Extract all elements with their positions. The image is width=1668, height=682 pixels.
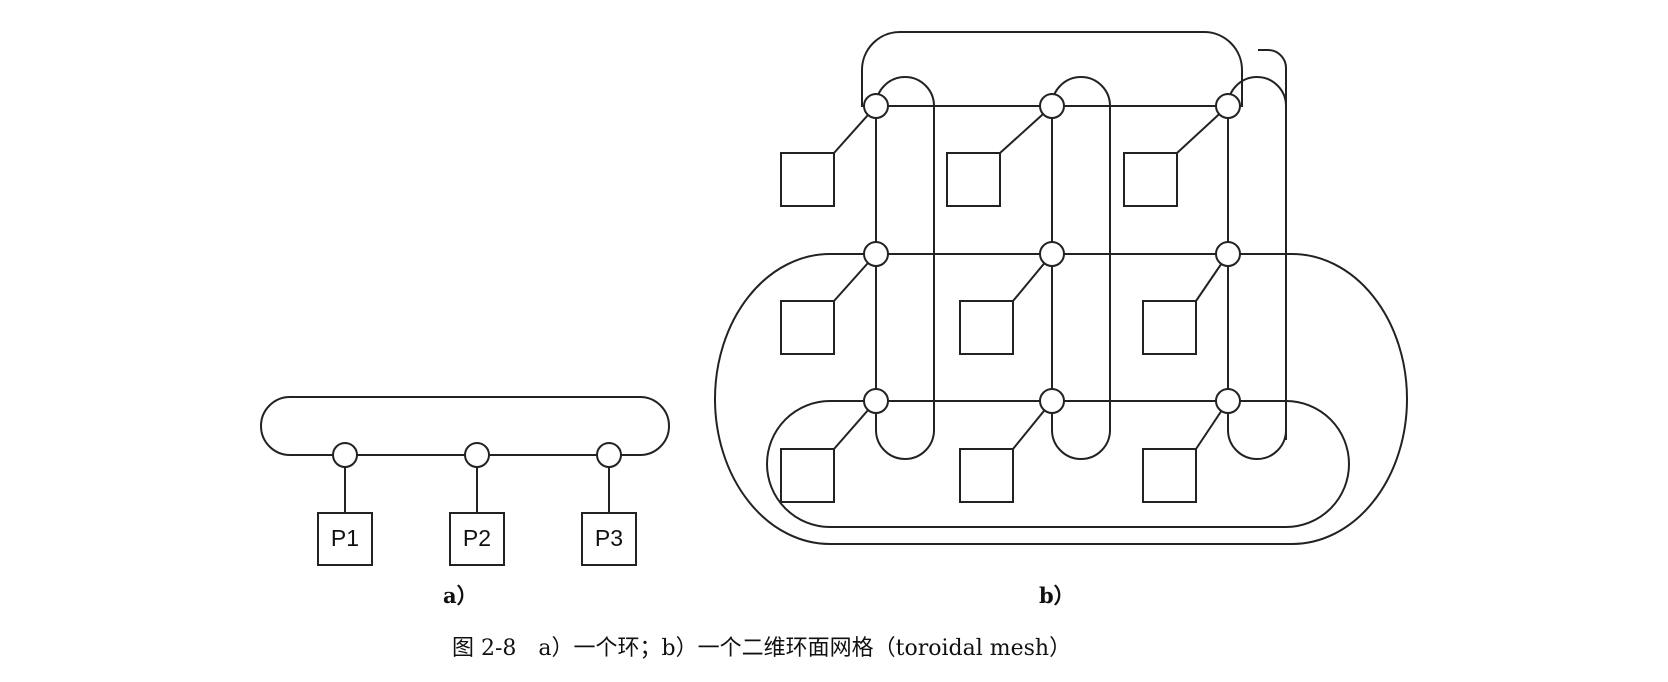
row-wrap-loop-bottom: [766, 400, 1350, 528]
mesh-switch-node: [1215, 241, 1241, 267]
ring-switch-node: [332, 442, 358, 468]
row-wrap-loop-top: [861, 31, 1243, 107]
ring-diagram: P1 P2 P3 a）: [260, 396, 670, 608]
mesh-switch-node: [1039, 241, 1065, 267]
processor-label: P3: [595, 525, 623, 551]
right-outer-wrap: [1258, 49, 1287, 440]
mesh-processor: [959, 300, 1014, 355]
ring-switch-node: [464, 442, 490, 468]
processor-p2: P2: [449, 512, 505, 566]
mesh-switch-node: [863, 241, 889, 267]
toroidal-mesh-diagram: b）: [714, 31, 1408, 608]
panel-b-label: b）: [1039, 583, 1075, 608]
column-wrap-loop: [1051, 76, 1111, 460]
mesh-processor: [959, 448, 1014, 503]
mesh-switch-node: [863, 93, 889, 119]
column-wrap-loop: [875, 76, 935, 460]
processor-p3: P3: [581, 512, 637, 566]
mesh-processor: [780, 152, 835, 207]
panel-a-label: a）: [443, 583, 478, 608]
mesh-switch-node: [1215, 93, 1241, 119]
mesh-processor: [1123, 152, 1178, 207]
mesh-switch-node: [1215, 388, 1241, 414]
ring-loop: [260, 396, 670, 456]
mesh-processor: [1142, 300, 1197, 355]
ring-switch-node: [596, 442, 622, 468]
mesh-processor: [1142, 448, 1197, 503]
mesh-processor: [780, 448, 835, 503]
mesh-processor: [780, 300, 835, 355]
row-wrap-loop-middle: [714, 253, 1408, 545]
mesh-switch-node: [1039, 388, 1065, 414]
processor-label: P1: [331, 525, 359, 551]
mesh-switch-node: [863, 388, 889, 414]
processor-label: P2: [463, 525, 491, 551]
mesh-switch-node: [1039, 93, 1065, 119]
processor-p1: P1: [317, 512, 373, 566]
figure-caption: 图 2-8 a）一个环；b）一个二维环面网格（toroidal mesh）: [452, 636, 1071, 661]
mesh-processor: [946, 152, 1001, 207]
